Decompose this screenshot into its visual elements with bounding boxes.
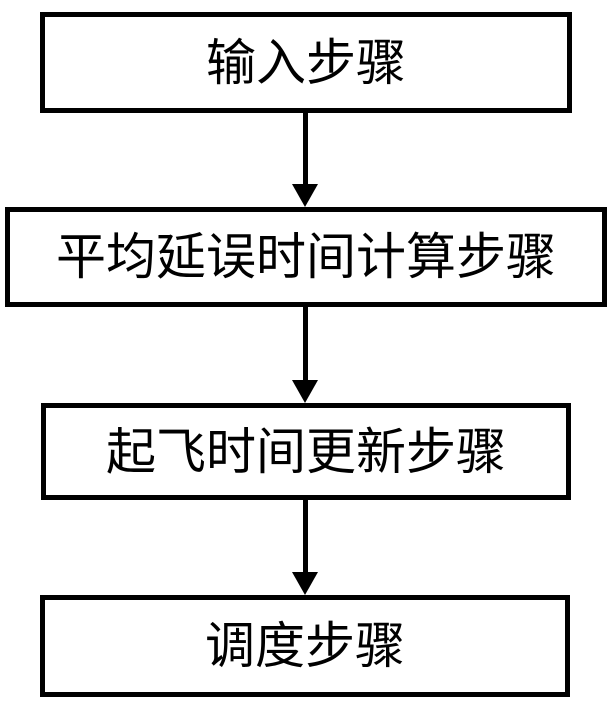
arrow-head: [292, 184, 318, 207]
arrow-shaft: [302, 113, 308, 184]
arrow-head: [292, 572, 318, 595]
arrow-down-icon: [292, 500, 318, 595]
flow-node-label: 平均延误时间计算步骤: [56, 229, 556, 285]
arrow-head: [292, 380, 318, 403]
flow-node-scheduling-step: 调度步骤: [40, 595, 570, 697]
flow-node-label: 输入步骤: [206, 34, 406, 91]
arrow-shaft: [302, 500, 308, 572]
flow-node-label: 调度步骤: [205, 618, 405, 674]
flow-node-label: 起飞时间更新步骤: [106, 423, 506, 480]
arrow-down-icon: [292, 307, 318, 403]
arrow-down-icon: [292, 113, 318, 207]
arrow-shaft: [302, 307, 308, 380]
flow-node-average-delay-time-calculation-step: 平均延误时间计算步骤: [5, 207, 607, 307]
flow-node-takeoff-time-update-step: 起飞时间更新步骤: [41, 403, 571, 500]
flow-node-input-step: 输入步骤: [40, 12, 572, 113]
